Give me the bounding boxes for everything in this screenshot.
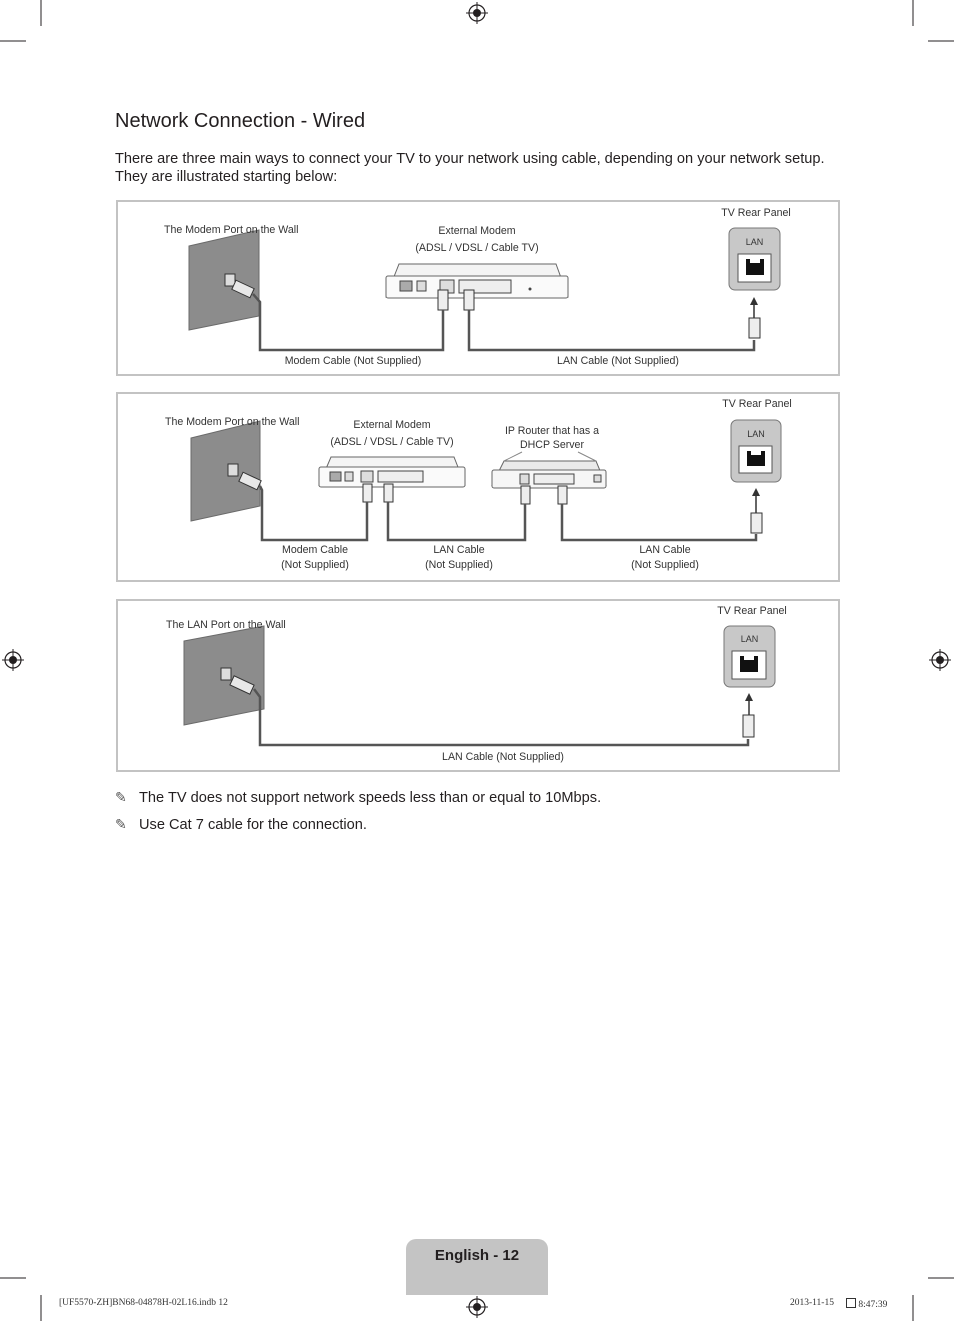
cable-label-2b: (Not Supplied) bbox=[425, 559, 493, 571]
diagram-2-illustration bbox=[190, 419, 782, 542]
note-item: ✎ The TV does not support network speeds … bbox=[115, 790, 601, 806]
cable-label-3a: LAN Cable bbox=[639, 544, 691, 556]
modem-cable bbox=[252, 293, 445, 352]
modem-label-1: External Modem bbox=[353, 419, 431, 431]
footer-file-info: [UF5570-ZH]BN68-04878H-02L16.indb 12 bbox=[59, 1298, 228, 1308]
lan-cable bbox=[253, 688, 750, 747]
footer-date: 2013-11-15 bbox=[790, 1298, 834, 1308]
page-number-tab: English - 12 bbox=[406, 1239, 548, 1295]
modem-label-1: External Modem bbox=[438, 225, 516, 237]
cable-label-1: LAN Cable (Not Supplied) bbox=[442, 751, 564, 763]
lan-cable bbox=[467, 310, 756, 352]
modem-label-2: (ADSL / VDSL / Cable TV) bbox=[330, 436, 454, 448]
cable-label-3b: (Not Supplied) bbox=[631, 559, 699, 571]
wall-panel bbox=[188, 229, 260, 331]
rj45-plug-icon bbox=[229, 675, 255, 695]
intro-paragraph: There are three main ways to connect you… bbox=[115, 151, 825, 185]
router-label-1: IP Router that has a bbox=[504, 425, 600, 437]
diagram-lan-wall: The LAN Port on the Wall TV Rear Panel L… bbox=[116, 599, 840, 772]
wall-port bbox=[224, 273, 236, 287]
pencil-note-icon: ✎ bbox=[115, 790, 127, 806]
rj45-plug-icon bbox=[520, 485, 531, 505]
wall-label: The Modem Port on the Wall bbox=[165, 416, 300, 428]
tv-label: TV Rear Panel bbox=[721, 207, 791, 219]
rj45-plug-icon bbox=[557, 485, 568, 505]
diagram-modem-direct: The Modem Port on the Wall External Mode… bbox=[116, 200, 840, 376]
note-text: Use Cat 7 cable for the connection. bbox=[139, 817, 367, 833]
cable-label-1: Modem Cable (Not Supplied) bbox=[284, 355, 422, 367]
footer-time: 8:47:39 bbox=[858, 1300, 888, 1310]
page-title: Network Connection - Wired bbox=[115, 110, 366, 132]
cable-label-2: LAN Cable (Not Supplied) bbox=[557, 355, 679, 367]
cable-label-2a: LAN Cable bbox=[433, 544, 485, 556]
tv-label: TV Rear Panel bbox=[722, 398, 792, 410]
diagram-1-illustration bbox=[188, 227, 781, 352]
rj45-plug-icon bbox=[742, 714, 755, 738]
diagram-3-illustration bbox=[183, 625, 776, 747]
footer-time-block: 8:47:39 bbox=[846, 1298, 887, 1310]
diagram-modem-router: The Modem Port on the Wall External Mode… bbox=[116, 392, 840, 582]
tv-port-label: LAN bbox=[745, 237, 764, 247]
lan-cable bbox=[560, 504, 758, 542]
pencil-note-icon: ✎ bbox=[115, 817, 127, 833]
wall-panel bbox=[190, 420, 261, 522]
wall-label: The LAN Port on the Wall bbox=[166, 619, 286, 631]
rj45-plug-icon bbox=[362, 483, 373, 503]
cable-label-1a: Modem Cable bbox=[282, 544, 348, 556]
tv-label: TV Rear Panel bbox=[717, 605, 787, 617]
tv-port-label: LAN bbox=[747, 429, 765, 439]
rj45-plug-icon bbox=[750, 512, 763, 534]
modem-label-2: (ADSL / VDSL / Cable TV) bbox=[415, 242, 539, 254]
rj45-plug-icon bbox=[231, 279, 255, 299]
cable-label-1b: (Not Supplied) bbox=[281, 559, 349, 571]
router-label-2: DHCP Server bbox=[520, 439, 584, 451]
rj45-plug-icon bbox=[437, 289, 449, 311]
rj45-plug-icon bbox=[238, 471, 262, 491]
note-item: ✎ Use Cat 7 cable for the connection. bbox=[115, 817, 367, 833]
registration-mark-icon bbox=[466, 2, 488, 24]
note-text: The TV does not support network speeds l… bbox=[139, 790, 602, 806]
modem-cable bbox=[258, 485, 369, 542]
rj45-plug-icon bbox=[748, 317, 761, 339]
registration-mark-icon bbox=[929, 649, 951, 671]
registration-mark-icon bbox=[2, 649, 24, 671]
registration-mark-icon bbox=[466, 1296, 488, 1318]
rj45-plug-icon bbox=[383, 483, 394, 503]
wall-label: The Modem Port on the Wall bbox=[164, 224, 299, 236]
rj45-plug-icon bbox=[463, 289, 475, 311]
lan-cable bbox=[386, 502, 527, 542]
tv-port-label: LAN bbox=[740, 634, 759, 644]
box-glyph-icon bbox=[846, 1298, 856, 1308]
